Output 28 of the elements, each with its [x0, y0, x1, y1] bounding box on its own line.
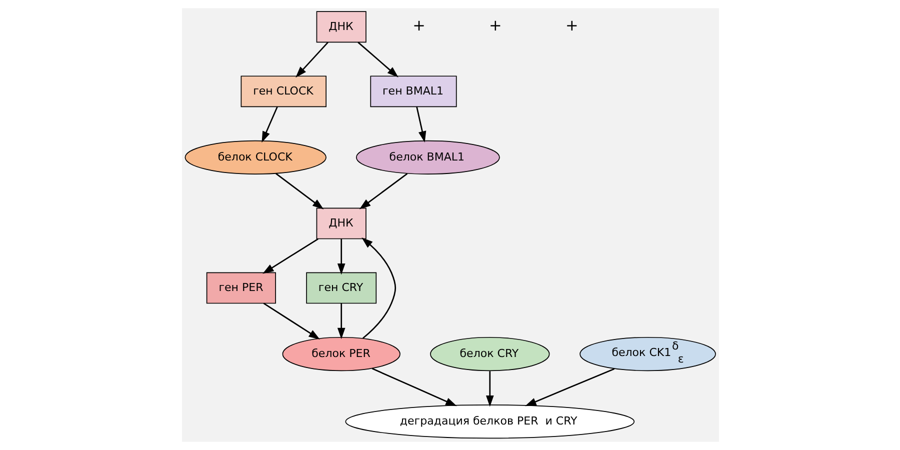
node-box: ген CLOCK [240, 76, 326, 108]
node-ellipse: деградация белков PER и CRY [344, 404, 634, 439]
label: + [412, 16, 425, 35]
node-box: ген BMAL1 [370, 76, 456, 108]
arrow [524, 368, 614, 406]
arrow [371, 368, 456, 406]
node-box: ген PER [206, 272, 276, 304]
node-box: ген CRY [306, 272, 376, 304]
arrow [295, 42, 328, 78]
arrow [416, 106, 426, 142]
node-box: ДНК [316, 11, 366, 43]
node-ellipse: белок PER [282, 336, 400, 372]
arrow [262, 302, 320, 340]
arrow [336, 238, 345, 275]
arrow [336, 303, 345, 340]
label: + [564, 16, 578, 35]
label: + [488, 16, 502, 35]
arrow [261, 106, 278, 143]
arrow [358, 173, 408, 210]
node-ellipse: белок CLOCK [184, 140, 326, 174]
node-box: ДНК [316, 208, 366, 240]
node-ellipse: белок BMAL1 [355, 140, 500, 174]
arrow [361, 238, 396, 339]
node-ellipse: белок CRY [430, 336, 550, 372]
arrow [485, 371, 494, 407]
arrow [275, 172, 324, 210]
arrow [262, 238, 318, 274]
arrow [357, 42, 398, 78]
